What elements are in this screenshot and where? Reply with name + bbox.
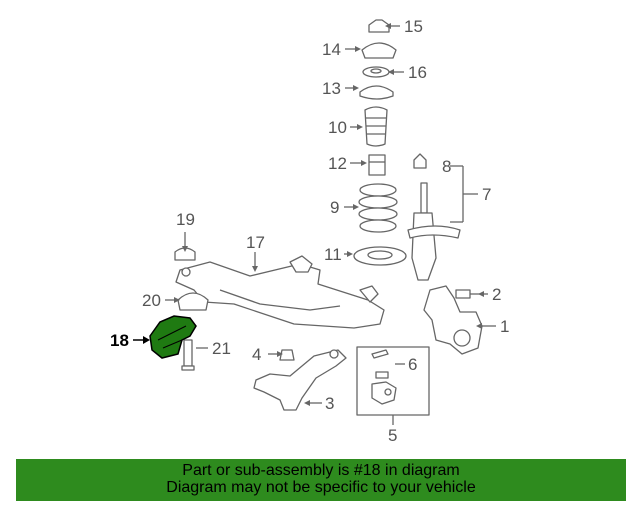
callout-14: 14 — [322, 40, 341, 59]
bolt-21 — [181, 339, 208, 371]
callout-5: 5 — [388, 426, 397, 445]
callout-16: 16 — [408, 63, 427, 82]
highlighted-part-18 — [149, 315, 197, 359]
callout-19: 19 — [176, 210, 195, 229]
callout-10: 10 — [328, 118, 347, 137]
notice-line-1: Part or sub-assembly is #18 in diagram — [182, 462, 460, 479]
notice-line-2: Diagram may not be specific to your vehi… — [166, 479, 476, 496]
steering-knuckle — [423, 285, 484, 355]
callout-18: 18 — [110, 331, 129, 350]
callout-15: 15 — [404, 17, 423, 36]
leader-lines — [133, 23, 496, 425]
strut-mount-stack — [353, 19, 407, 266]
mount-19 — [174, 232, 196, 261]
callout-3: 3 — [325, 394, 334, 413]
strut-assembly — [407, 153, 478, 281]
callout-1: 1 — [500, 317, 509, 336]
callout-21: 21 — [212, 339, 231, 358]
callout-8: 8 — [442, 157, 451, 176]
front-crossmember — [175, 255, 385, 329]
callout-2: 2 — [492, 285, 501, 304]
ball-joint-box — [356, 346, 430, 416]
callout-12: 12 — [328, 154, 347, 173]
callout-13: 13 — [322, 79, 341, 98]
callout-7: 7 — [482, 185, 491, 204]
callout-11: 11 — [324, 245, 342, 264]
mount-20 — [177, 292, 209, 311]
diagram-notice-banner: Part or sub-assembly is #18 in diagram D… — [16, 459, 626, 501]
callout-labels: 1 2 3 4 5 6 7 8 9 10 11 12 13 14 15 16 1… — [110, 17, 509, 445]
callout-20: 20 — [142, 291, 161, 310]
parts-diagram: 1 2 3 4 5 6 7 8 9 10 11 12 13 14 15 16 1… — [110, 17, 509, 445]
callout-17: 17 — [246, 233, 265, 252]
callout-4: 4 — [252, 345, 261, 364]
callout-6: 6 — [408, 355, 417, 374]
lower-control-arm — [253, 349, 347, 411]
callout-9: 9 — [330, 198, 339, 217]
